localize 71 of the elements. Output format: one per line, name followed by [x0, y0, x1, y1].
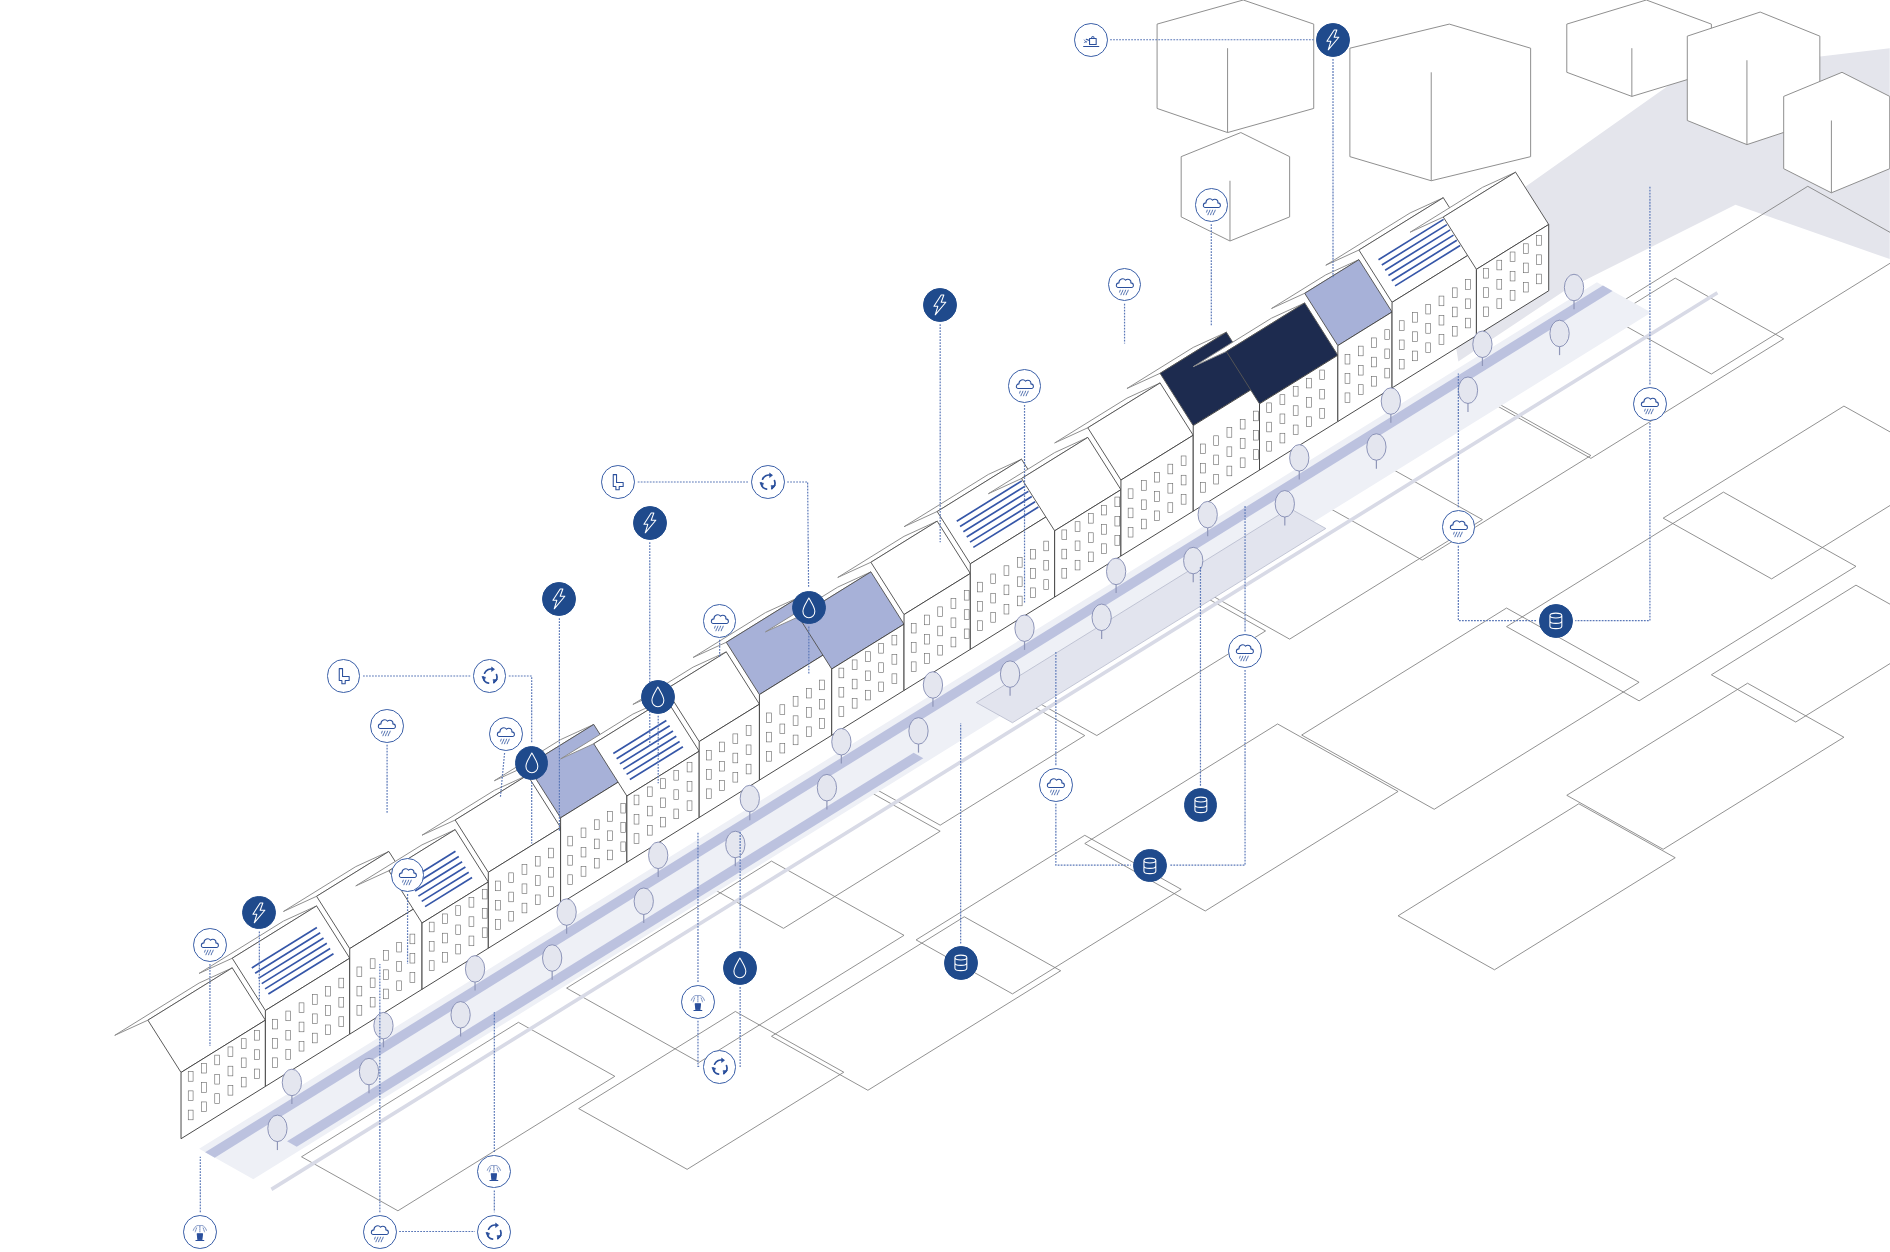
- leader-line: [697, 830, 699, 983]
- leader-line: [808, 626, 810, 676]
- leader-line: [1457, 372, 1459, 508]
- connector-line: [1109, 39, 1315, 41]
- connector-line: [738, 986, 741, 1068]
- connector-line: [1574, 422, 1651, 622]
- fountain-icon: [183, 1215, 217, 1249]
- storage-tank-icon: [943, 946, 978, 980]
- leader-line: [649, 541, 651, 748]
- connector-line: [398, 1230, 476, 1233]
- connector-line: [1168, 669, 1246, 866]
- recycle-icon: [750, 465, 785, 499]
- leader-line: [1649, 186, 1651, 385]
- leader-line: [379, 963, 381, 1213]
- lightning-icon: [923, 288, 958, 322]
- kettle-icon: [1073, 22, 1108, 57]
- connector-line: [1457, 545, 1538, 622]
- lightning-icon: [242, 895, 276, 930]
- recycle-icon: [702, 1049, 737, 1084]
- leader-line: [406, 893, 409, 965]
- rain-cloud-icon: [1441, 509, 1476, 544]
- rain-cloud-icon: [1228, 634, 1262, 668]
- leader-line: [719, 639, 721, 658]
- rain-cloud-icon: [1039, 767, 1073, 802]
- lightning-icon: [542, 582, 577, 616]
- leader-line: [1055, 650, 1057, 766]
- connector-line: [637, 481, 750, 483]
- storage-tank-icon: [1183, 788, 1218, 823]
- leader-line: [1023, 404, 1026, 604]
- leader-line: [531, 781, 533, 845]
- pipe-icon: [326, 659, 361, 694]
- lightning-icon: [632, 506, 667, 540]
- leader-line: [657, 715, 659, 784]
- leader-line: [939, 323, 941, 543]
- connector-line: [362, 675, 471, 677]
- connector-line: [697, 1020, 701, 1068]
- leader-line: [739, 830, 741, 949]
- fountain-icon: [681, 984, 715, 1019]
- recycle-icon: [477, 1215, 512, 1249]
- recycle-icon: [472, 659, 507, 694]
- leader-line: [493, 1011, 495, 1153]
- leader-line: [258, 930, 260, 1001]
- leader-line: [499, 752, 506, 799]
- rain-cloud-icon: [192, 928, 227, 962]
- fountain-icon: [477, 1154, 512, 1189]
- leader-line: [1210, 223, 1212, 326]
- rain-cloud-icon: [702, 603, 737, 638]
- rain-cloud-icon: [370, 708, 404, 743]
- connector-line: [786, 481, 810, 589]
- leader-line: [960, 722, 962, 945]
- connector-line: [1055, 803, 1132, 866]
- water-drop-icon: [723, 951, 757, 985]
- storage-tank-icon: [1539, 603, 1573, 638]
- leader-line: [199, 1156, 201, 1213]
- connector-line: [508, 675, 533, 745]
- leader-line: [1332, 58, 1334, 278]
- rain-cloud-icon: [362, 1215, 397, 1249]
- leader-line: [1123, 303, 1126, 345]
- connector-line: [493, 1189, 495, 1213]
- leader-line: [386, 744, 388, 814]
- storage-tank-icon: [1133, 848, 1167, 883]
- water-drop-icon: [641, 679, 675, 714]
- leader-line: [558, 617, 560, 833]
- leader-line: [1199, 565, 1202, 787]
- lightning-icon: [1316, 22, 1350, 57]
- water-drop-icon: [514, 746, 549, 780]
- rain-cloud-icon: [1633, 386, 1667, 421]
- pipe-icon: [601, 465, 636, 499]
- rain-cloud-icon: [1007, 368, 1042, 403]
- rain-cloud-icon: [489, 717, 524, 751]
- leader-line: [1244, 505, 1246, 633]
